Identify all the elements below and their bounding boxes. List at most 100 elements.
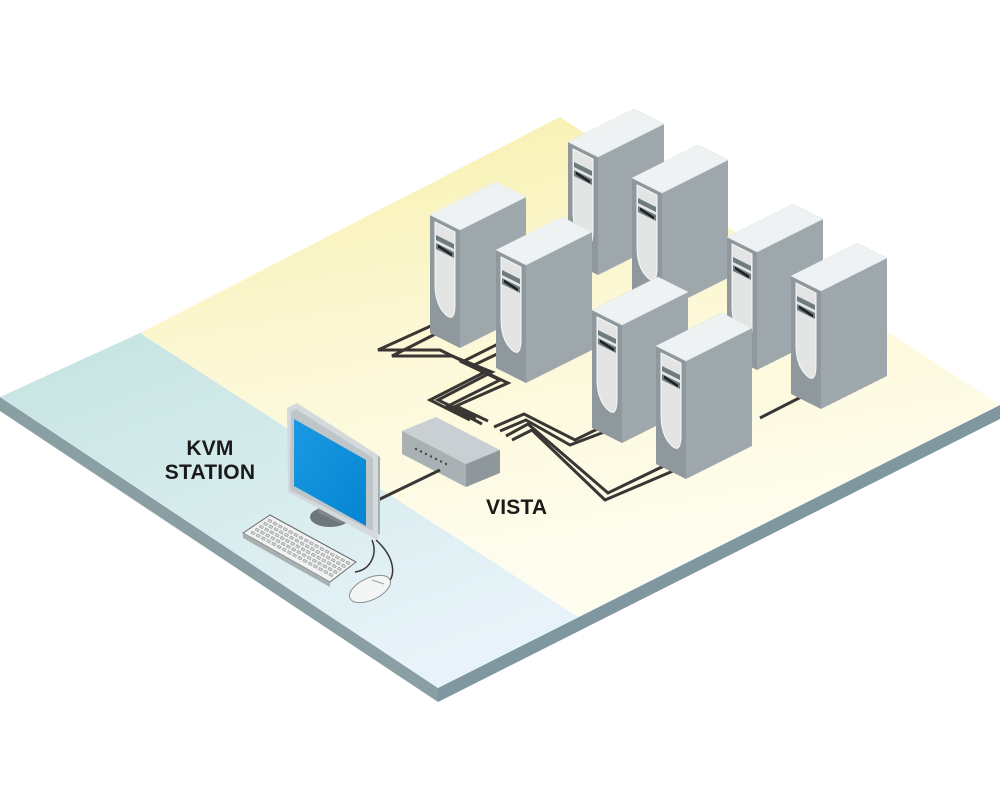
keyboard-key: [298, 535, 304, 540]
server-drive-slot: [576, 171, 590, 184]
keyboard-key: [250, 530, 256, 536]
keyboard-key: [327, 566, 333, 572]
server-side-face: [821, 258, 887, 409]
kvm-station-label-line1: KVM: [186, 437, 234, 460]
keyboard-key: [314, 543, 320, 549]
server-tower[interactable]: [495, 216, 593, 383]
keyboard-key: [336, 560, 341, 566]
keyboard-key: [273, 527, 279, 532]
server-drive-slot: [438, 244, 452, 257]
mouse[interactable]: [345, 570, 394, 609]
server-side-face: [526, 232, 592, 383]
server-drive-bay: [662, 366, 680, 380]
keyboard-key: [312, 558, 317, 563]
server-drive-bay: [638, 198, 656, 212]
keyboard-key: [284, 532, 289, 538]
kvm-station-label-line2: STATION: [164, 461, 256, 484]
keyboard-key: [335, 555, 340, 560]
server-top-face: [655, 312, 753, 362]
keyboard-key: [318, 567, 324, 572]
keyboard[interactable]: [242, 514, 357, 587]
server-zone-floor: [140, 117, 1000, 617]
cable-line: [391, 318, 496, 420]
keyboard-key: [326, 561, 332, 566]
cable-line: [511, 428, 681, 502]
keyboard-key: [280, 541, 286, 547]
keyboard-key: [309, 541, 314, 546]
server-drive-bay: [436, 235, 454, 249]
server-tower[interactable]: [631, 144, 729, 311]
vista-switch[interactable]: [402, 417, 500, 487]
keyboard-key: [279, 535, 285, 541]
keyboard-key: [275, 538, 281, 544]
keyboard-key: [330, 558, 336, 563]
keyboard-key: [328, 572, 334, 578]
keyboard-key: [254, 527, 260, 533]
keyboard-key: [300, 547, 306, 552]
server-top-face: [726, 203, 824, 253]
server-drive-bay: [733, 257, 751, 271]
vista-switch-top: [402, 417, 500, 464]
keyboard-key: [297, 555, 303, 561]
keyboard-key: [303, 538, 309, 543]
keyboard-key: [272, 521, 278, 526]
server-drive-slot: [504, 279, 518, 292]
keyboard-key: [316, 555, 322, 560]
keyboard-key: [255, 533, 261, 538]
vista-switch-front: [402, 431, 466, 487]
station-cable: [377, 468, 441, 502]
keyboard-key: [304, 544, 310, 549]
keyboard-key: [266, 539, 272, 544]
keyboard-key: [293, 532, 299, 538]
keyboard-key: [325, 555, 331, 560]
keyboard-key: [302, 558, 308, 564]
server-drive-bay: [797, 296, 815, 310]
keyboard-key: [283, 527, 288, 532]
keyboard-key: [341, 563, 347, 569]
server-tower[interactable]: [655, 312, 753, 479]
server-top-face: [495, 216, 593, 266]
server-side-face: [686, 328, 752, 479]
server-drive-slot: [640, 207, 654, 220]
server-top-face: [591, 276, 689, 326]
keyboard-key: [317, 561, 323, 566]
keyboard-key: [320, 552, 326, 557]
keyboard-key: [268, 524, 274, 529]
keyboard-key: [319, 546, 325, 552]
server-tower[interactable]: [790, 242, 888, 409]
keyboard-key: [278, 530, 284, 535]
keyboard-key: [315, 549, 321, 555]
cable-line: [505, 422, 673, 495]
server-top-face: [429, 181, 527, 231]
keyboard-key: [324, 549, 330, 554]
platform-edge-right: [438, 405, 1000, 702]
server-drive-slot: [799, 305, 813, 318]
server-drive-bay: [598, 330, 616, 344]
keyboard-keys: [250, 518, 351, 578]
keyboard-key: [289, 535, 295, 541]
station-zone-floor: [0, 333, 578, 688]
keyboard-key: [311, 552, 316, 558]
server-drive-slot: [735, 266, 749, 279]
keyboard-key: [267, 518, 273, 524]
server-top-face: [790, 242, 888, 292]
keyboard-key: [260, 530, 265, 535]
keyboard-key: [263, 521, 269, 527]
server-drive-bay: [502, 270, 520, 284]
keyboard-key: [295, 544, 301, 549]
kvm-workstation[interactable]: [242, 403, 395, 609]
server-drive-slot: [600, 339, 614, 352]
vista-label: VISTA: [486, 496, 548, 519]
server-drive-slot: [664, 375, 678, 388]
keyboard-key: [277, 524, 283, 529]
keyboard-key: [288, 529, 294, 535]
cable-line: [499, 418, 629, 447]
keyboard-key: [286, 544, 291, 549]
keyboard-key: [313, 564, 318, 569]
keyboard-key: [290, 541, 296, 546]
keyboard-key: [264, 527, 270, 532]
keyboard-key: [287, 550, 292, 555]
keyboard-key: [281, 547, 287, 552]
keyboard-key: [270, 536, 276, 541]
